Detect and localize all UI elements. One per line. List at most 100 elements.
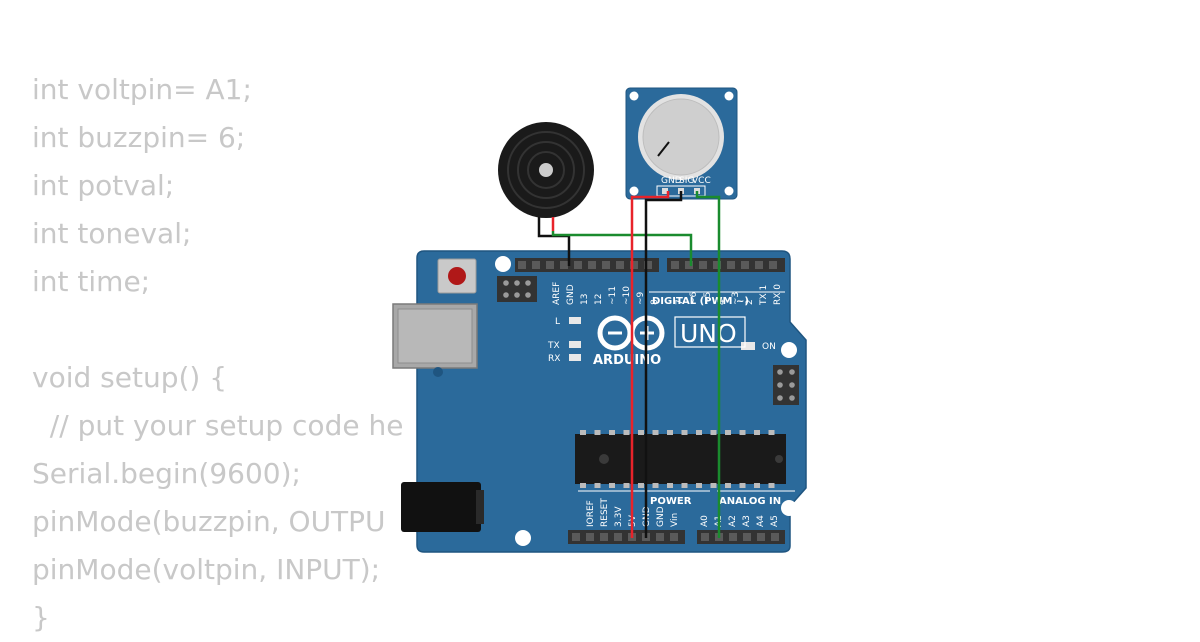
analog-pin-label: A3 (742, 515, 752, 527)
code-line: void setup() { (32, 361, 228, 394)
power-header (568, 530, 685, 544)
power-pin-label: Vin (670, 513, 680, 527)
code-line: pinMode(buzzpin, OUTPU (32, 505, 386, 538)
power-label: POWER (650, 496, 692, 507)
pot-pin-label: VCC (692, 176, 711, 186)
header-pin (743, 533, 751, 541)
header-pin (685, 261, 693, 269)
header-pin (667, 430, 673, 435)
header-pin (768, 483, 775, 488)
header-pin (725, 483, 731, 488)
code-line: int time; (32, 265, 151, 298)
mounting-hole (433, 367, 443, 377)
header-pin (546, 261, 554, 269)
piezo-buzzer (498, 122, 594, 218)
digital-pin-label: ~10 (622, 286, 632, 305)
power-jack (401, 482, 484, 532)
header-pin (755, 261, 763, 269)
digital-pin-label: ~11 (608, 286, 618, 305)
mounting-hole (515, 530, 531, 546)
analog-header (697, 530, 785, 544)
header-pin (739, 483, 746, 488)
header-pin (623, 483, 630, 488)
header-pin (638, 430, 644, 435)
header-pin (630, 261, 638, 269)
digital-pin-label: RX 0 (773, 284, 783, 305)
code-line: } (32, 601, 50, 634)
code-line: int voltpin= A1; (32, 73, 252, 106)
header-pin (725, 430, 731, 435)
potentiometer-knob[interactable] (642, 98, 720, 176)
header-pin (670, 533, 678, 541)
header-pin (652, 430, 659, 435)
digital-pin-label: TX 1 (759, 285, 769, 306)
header-pin (696, 430, 702, 435)
power-pin-label: GND (656, 506, 666, 527)
mounting-hole (781, 500, 797, 516)
header-pin (696, 483, 702, 488)
header-pin (580, 430, 586, 435)
digital-pin-label: ~5 (703, 292, 713, 305)
code-line: pinMode(voltpin, INPUT); (32, 553, 381, 586)
digital-pin-label: GND (566, 284, 576, 305)
icsp-header-top (497, 276, 537, 302)
header-pin (572, 533, 580, 541)
svg-text:L: L (555, 317, 560, 327)
pot-pin-label: SIG (679, 176, 694, 186)
header-pin (623, 430, 630, 435)
digital-pin-label: 13 (580, 294, 590, 305)
header-pin (681, 430, 688, 435)
icsp-header-right (773, 365, 799, 405)
code-line: int potval; (32, 169, 175, 202)
code-line: // put your setup code he (32, 409, 404, 442)
potentiometer-module: GND SIG VCC (625, 87, 738, 200)
header-pin (602, 261, 610, 269)
brand-label: ARDUINO (593, 353, 661, 368)
led-tx: TX (547, 341, 581, 351)
header-pin (710, 430, 717, 435)
digital-pin-label: ~9 (636, 291, 646, 305)
header-pin (739, 430, 746, 435)
digital-header-left (515, 258, 659, 272)
led-on: ON (741, 342, 776, 352)
wire-pot-gnd (644, 191, 683, 538)
header-pin (701, 533, 709, 541)
wire-pot-signal (695, 191, 721, 538)
reset-button[interactable] (437, 258, 477, 294)
header-pin (713, 261, 721, 269)
svg-text:ON: ON (762, 342, 776, 352)
header-pin (588, 261, 596, 269)
header-pin (560, 261, 568, 269)
analog-pin-label: A2 (728, 515, 738, 527)
digital-pin-label: 8 (650, 299, 660, 305)
digital-pin-label: 12 (594, 294, 604, 305)
header-pin (638, 483, 644, 488)
wires (537, 191, 721, 538)
led-l: L (555, 317, 581, 327)
header-pin (586, 533, 594, 541)
power-pin-label: RESET (600, 498, 610, 527)
code-line: Serial.begin(9600); (32, 457, 301, 490)
header-pin (532, 261, 540, 269)
header-pin (681, 483, 688, 488)
header-pin (600, 533, 608, 541)
header-pin (656, 533, 664, 541)
digital-pin-label: AREF (552, 282, 562, 305)
code-editor: int voltpin= A1;int buzzpin= 6;int potva… (32, 66, 403, 642)
digital-header-right (667, 258, 785, 272)
analog-pin-label: A4 (756, 515, 766, 527)
analog-pin-label: A0 (700, 515, 710, 527)
wire-pot-vcc (630, 191, 670, 538)
header-pin (710, 483, 717, 488)
wire-buzzer-signal (551, 231, 693, 266)
header-pin (769, 261, 777, 269)
svg-text:TX: TX (547, 341, 560, 351)
power-pin-label: IOREF (586, 500, 596, 527)
header-pin (574, 261, 582, 269)
header-pin (614, 533, 622, 541)
header-pin (754, 483, 760, 488)
header-pin (594, 483, 601, 488)
